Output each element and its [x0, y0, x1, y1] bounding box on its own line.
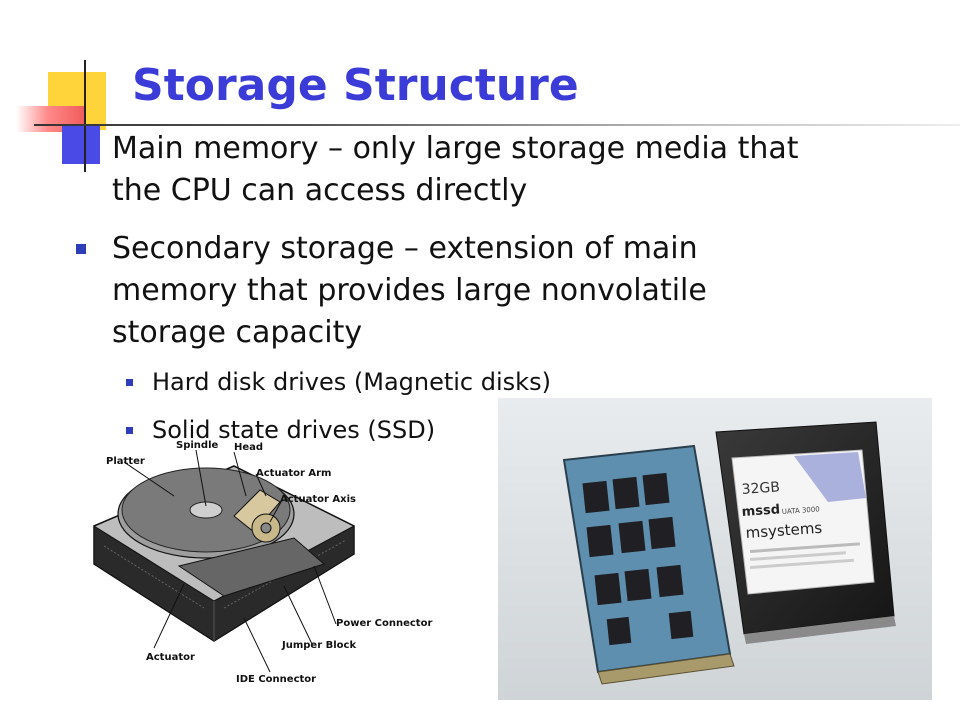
hard-disk-diagram: Platter Spindle Head Actuator Arm Actuat…	[93, 440, 432, 685]
logo-vertical-line	[84, 60, 86, 172]
ssd-photo: 32GB mssd UATA 3000 msystems	[498, 398, 932, 700]
ssd-label-capacity: 32GB	[741, 479, 780, 498]
ssd-label-model: mssd	[741, 502, 780, 520]
slide-title: Storage Structure	[132, 60, 579, 111]
logo-blue-square	[62, 126, 100, 164]
ssd-label-model-suffix: UATA 3000	[782, 505, 820, 516]
sub-bullet-hard-disk: Hard disk drives (Magnetic disks)	[152, 368, 551, 396]
hdd-label-head: Head	[234, 442, 263, 453]
bullet-secondary-storage: Secondary storage – extension of main me…	[112, 231, 707, 350]
hdd-label-spindle: Spindle	[176, 440, 218, 451]
sub-bullet-marker	[126, 379, 133, 386]
ssd-casing: 32GB mssd UATA 3000 msystems	[715, 421, 896, 644]
title-underline	[34, 124, 960, 126]
hdd-label-actuator-axis: Actuator Axis	[280, 494, 356, 505]
hdd-label-actuator: Actuator	[146, 652, 195, 663]
sub-bullet-ssd: Solid state drives (SSD)	[152, 416, 436, 444]
hdd-label-power-connector: Power Connector	[336, 618, 432, 629]
ssd-circuit-board	[562, 444, 735, 685]
hdd-label-actuator-arm: Actuator Arm	[256, 468, 331, 479]
hdd-label-platter: Platter	[106, 456, 145, 467]
hdd-label-jumper-block: Jumper Block	[281, 640, 356, 651]
sub-bullet-marker	[126, 427, 133, 434]
bullet-main-memory: Main memory – only large storage media t…	[112, 131, 799, 208]
hdd-label-ide-connector: IDE Connector	[236, 674, 316, 685]
ssd-label-brand: msystems	[745, 519, 823, 542]
bullet-marker	[76, 244, 86, 254]
